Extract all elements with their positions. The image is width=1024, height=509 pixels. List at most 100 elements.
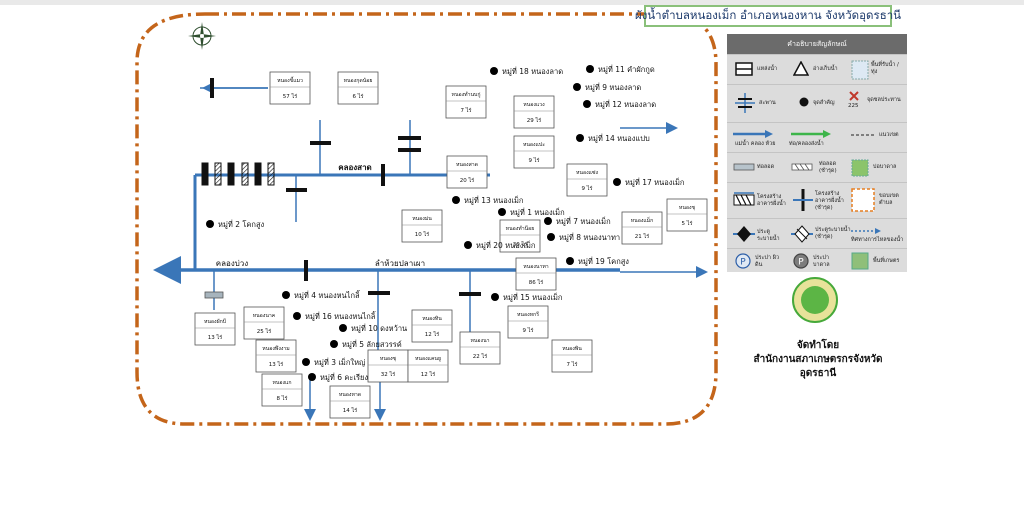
reservoir-box: หนองขี้แมว 57 ไร่: [269, 71, 311, 105]
reservoir-area: 6 ไร่: [353, 93, 364, 100]
dike-icon: [733, 192, 755, 206]
village-dot-icon: [282, 291, 290, 299]
legend-label-canal: ท่อ/คลองส่งน้ำ: [789, 141, 824, 147]
legend-title: คำอธิบายสัญลักษณ์: [727, 34, 907, 54]
reservoir-name: หนองผักบี: [204, 318, 226, 325]
reservoir-area: 9 ไร่: [582, 185, 593, 192]
reservoir-name: หนองนาทา: [523, 264, 548, 270]
map-title: ผังน้ำตำบลหนองเม็ก อำเภอหนองหาน จังหวัดอ…: [635, 5, 901, 27]
reservoir-area: 22 ไร่: [473, 353, 488, 360]
village-dot-icon: [583, 100, 591, 108]
reservoir-name: หนองสาด: [456, 162, 478, 168]
legend-label-weir: แหล่งน้ำ: [757, 66, 778, 72]
village-dot-icon: [547, 233, 555, 241]
reservoir-area: 12 ไร่: [421, 371, 436, 378]
irrigation-area-icon: [851, 60, 869, 80]
legend-row: ท่อลอดท่อลอด (ชำรุด)บ่อบาดาล: [727, 152, 907, 183]
reservoir-box: หนองหกรี9 ไร่: [507, 305, 549, 339]
reservoir-box: หนองพิน7 ไร่: [551, 339, 593, 373]
gate-structure: [227, 162, 235, 186]
reservoir-area: 30 ไร่: [513, 241, 528, 248]
reservoir-box: หนองกุดน้อย 6 ไร่: [337, 71, 379, 105]
stream-label-main: ลำห้วยปลาเผา: [375, 259, 425, 268]
reservoir-area: 13 ไร่: [269, 361, 284, 368]
reservoir-area: 86 ไร่: [529, 279, 544, 286]
top-bar: [0, 0, 1024, 5]
reservoir-name: หนองแก: [272, 380, 291, 386]
village-dot-icon: [613, 178, 621, 186]
legend-row: โครงสร้างอาคารฝั่งน้ำ โครงสร้างอาคารฝั่งน…: [727, 182, 907, 219]
reservoir-name: หนองแคนยู: [415, 356, 441, 362]
reservoir-box: หนองแคนยู 12 ไร่: [407, 349, 449, 383]
pump-station-icon: [849, 91, 859, 101]
reservoir-name: หนองพึงงาม: [262, 345, 289, 352]
credit-line1: จัดทำโดย: [796, 340, 840, 351]
reservoir-box: หนองทำนบกู่7 ไร่: [445, 85, 487, 119]
reservoir-box: หนองแม็ก21 ไร่: [621, 211, 663, 245]
village-dot-icon: [464, 241, 472, 249]
reservoir-name: หนองหาด: [339, 392, 361, 398]
reservoir-area: 57 ไร่: [283, 93, 298, 100]
village-dot-icon: [302, 358, 310, 366]
legend-label-well-broken: ประตูระบายน้ำ (ชำรุด): [815, 227, 851, 240]
reservoir-box: หนองแซ่ง9 ไร่: [566, 163, 608, 197]
stream-arrow-icon: [733, 130, 773, 138]
wetland-icon: [851, 252, 869, 270]
boundary-box-icon: [851, 188, 875, 212]
reservoir-area: 20 ไร่: [460, 177, 475, 184]
village-label: หมู่ที่ 2 โคกสูง: [218, 219, 265, 229]
pond-icon: [851, 159, 869, 177]
legend-label-dike-built: โครงสร้างอาคารฝั่งน้ำ: [757, 194, 786, 207]
reservoir-name: หนองม่น: [412, 216, 432, 222]
village-dot-icon: [330, 340, 338, 348]
village-label: หมู่ที่ 1 หนองเม็ก: [510, 207, 565, 217]
legend-label-irrigation-area: พื้นที่รับน้ำ / ทุ่ง: [871, 62, 899, 75]
reservoir-name: หนองกุดน้อย: [344, 77, 373, 84]
reservoir-name: หนองทิน: [422, 315, 442, 322]
reservoir-area: 9 ไร่: [523, 327, 534, 334]
gate-structure: [241, 162, 249, 186]
reservoir-name: หนองแวง: [523, 102, 545, 108]
reservoir-name: หนองทำนบกู่: [452, 91, 481, 98]
legend-label-gate: โครงสร้างอาคารฝั่งน้ำ (ชำรุด): [815, 191, 844, 211]
reservoir-area: 14 ไร่: [343, 407, 358, 414]
village-dot-icon: [799, 97, 809, 107]
reservoir-area: 32 ไร่: [381, 371, 396, 378]
legend-label-pump-count: 225: [848, 103, 859, 109]
village-label: หมู่ที่ 10 ดงหว้าน: [351, 323, 407, 333]
compass-rose-icon: [188, 22, 216, 50]
legend-label-pump-a: ประปา ผิวดิน: [755, 255, 780, 268]
reservoir-area: 13 ไร่: [208, 334, 223, 341]
flow-direction-icon: [851, 228, 881, 234]
gate-structure: [254, 162, 262, 186]
reservoir-name: หนองขี้แมว: [277, 76, 303, 84]
reservoir-box: หนองทิน 12 ไร่: [411, 309, 453, 343]
gate-structure: [214, 162, 222, 186]
reservoir-area: 12 ไร่: [425, 331, 440, 338]
reservoir-area: 25 ไร่: [257, 328, 272, 335]
gate-structure: [201, 162, 209, 186]
village-dot-icon: [544, 217, 552, 225]
stream-label-west: คลองบ่วง: [216, 259, 249, 268]
bridge-icon: [735, 93, 755, 113]
water-gate-icon: [733, 226, 755, 242]
reservoir-box: หนองชุ5 ไร่: [666, 198, 708, 232]
reservoir-box: หนองนาทา 86 ไร่: [515, 257, 557, 291]
legend-label-well: ประตู ระบายน้ำ: [757, 229, 780, 242]
reservoir-name: หนองแม็ก: [631, 216, 654, 224]
legend-label-pond-repair: บ่อบาดาล: [873, 164, 897, 170]
village-label: หมู่ที่ 12 หนองลาด: [595, 99, 656, 109]
groundwater-waterworks-icon: P: [793, 253, 809, 269]
legend-label-pump-b: ประปา บาดาล: [813, 255, 830, 268]
village-label: หมู่ที่ 13 หนองเม็ก: [464, 195, 523, 205]
canal-arrow-icon: [791, 130, 831, 138]
legend-label-village: จุดสำคัญ: [813, 100, 835, 106]
village-dot-icon: [498, 208, 506, 216]
village-dot-icon: [339, 324, 347, 332]
